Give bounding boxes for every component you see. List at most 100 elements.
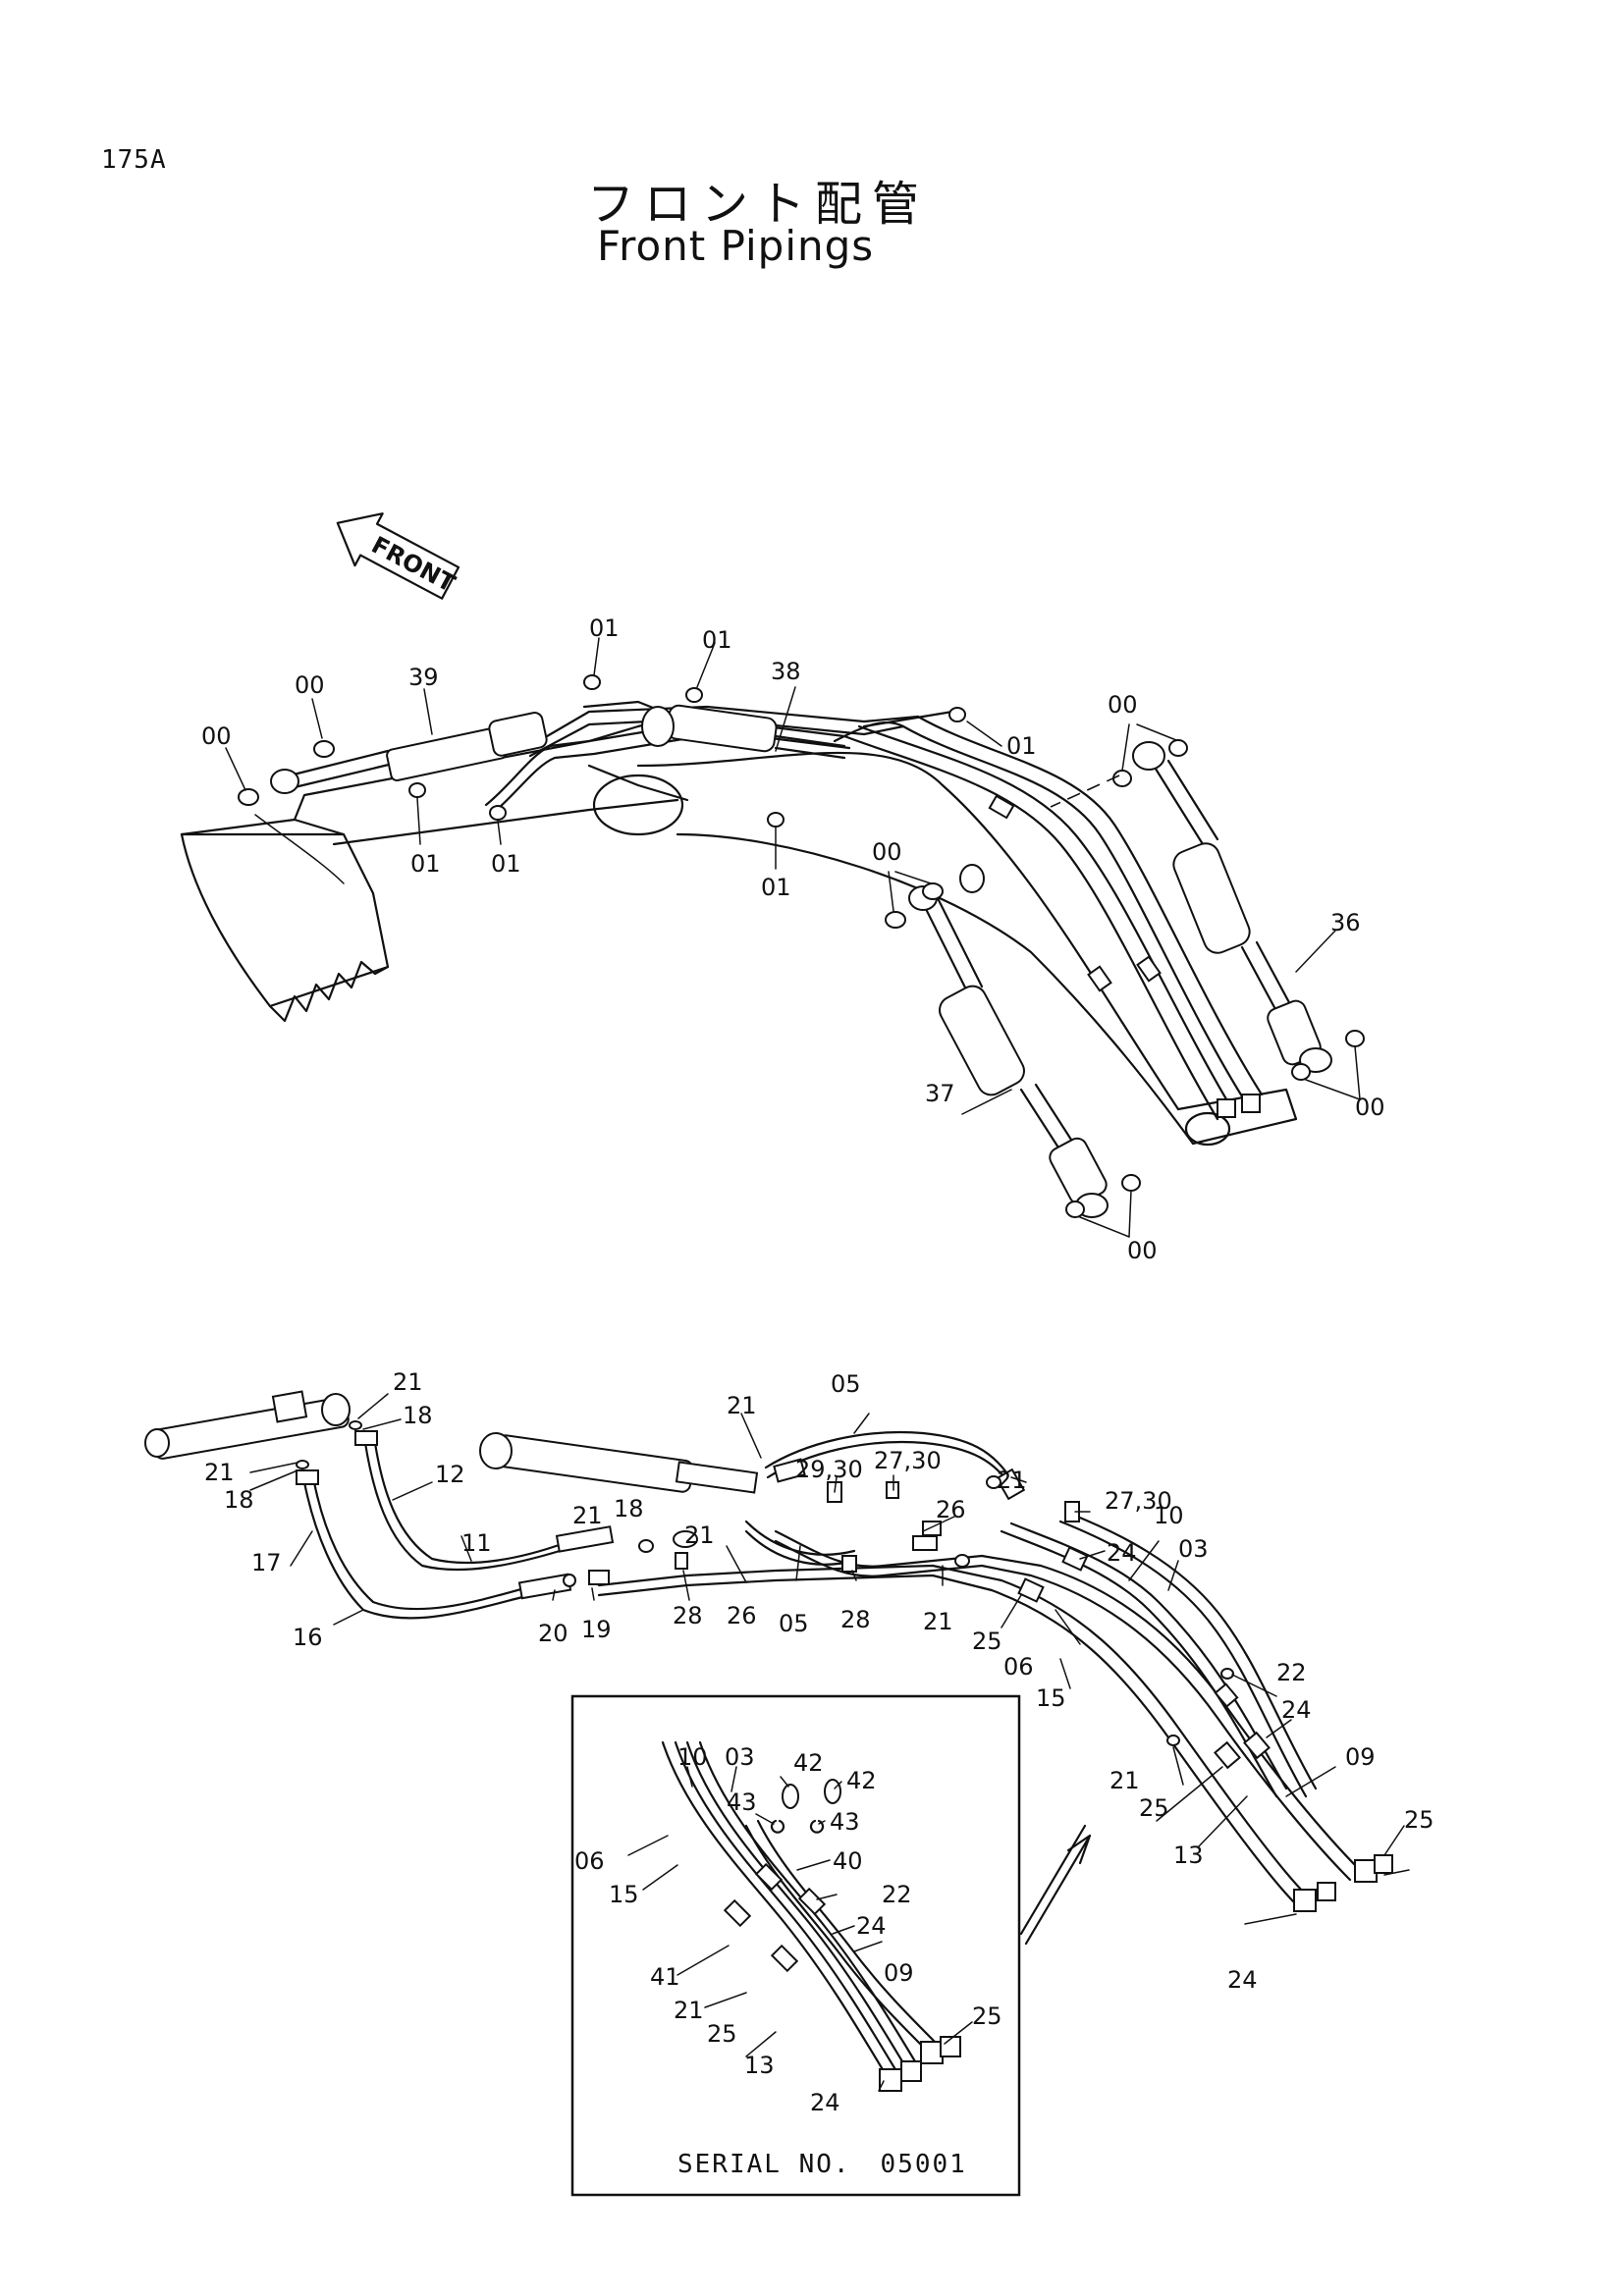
inset-callout-03: 03 (725, 1743, 755, 1771)
bucket-cylinder (270, 712, 548, 794)
serial-inset: 10 03 42 42 43 43 06 15 40 22 41 24 21 0… (570, 1694, 1021, 2197)
inset-callout-43-b: 43 (830, 1808, 860, 1836)
callout-01-c: 01 (1006, 732, 1037, 760)
bottom-assembly-view: 05 05 21 21 21 21 21 21 21 18 18 18 12 1… (144, 1368, 1434, 1994)
inset-callout-10: 10 (677, 1743, 708, 1771)
front-direction-label: FRONT (367, 531, 460, 598)
inset-callout-09: 09 (884, 1959, 914, 1987)
top-callouts: 01 01 01 01 01 01 00 00 00 00 00 00 36 3… (201, 614, 1385, 1264)
callout-27-30-a: 27,30 (874, 1447, 942, 1474)
bucket-cylinder-small (144, 1390, 351, 1460)
callout-00-a: 00 (295, 671, 325, 699)
inset-callout-42-a: 42 (793, 1749, 824, 1777)
bottom-boom-pipes (597, 1512, 1393, 1912)
bottom-fittings (296, 1420, 1234, 1746)
callout-01-a: 01 (589, 614, 620, 642)
callout-21-h-label: 21 (1109, 1767, 1140, 1794)
hoses-16-17 (296, 1469, 572, 1620)
callout-05-a: 05 (831, 1370, 861, 1398)
callout-38: 38 (771, 658, 801, 685)
inset-callout-21: 21 (674, 1997, 704, 2024)
callout-01-b: 01 (702, 626, 732, 654)
callout-10: 10 (1154, 1502, 1184, 1529)
callout-17: 17 (251, 1549, 282, 1576)
callout-00-b: 00 (201, 722, 232, 750)
boom-outline (636, 751, 1298, 1147)
inset-frame (570, 1694, 1021, 2197)
callout-21-b: 21 (204, 1459, 235, 1486)
page-number: 175A (101, 145, 167, 175)
callout-18-a: 18 (403, 1402, 433, 1429)
bottom-callouts: 05 05 21 21 21 21 21 21 21 18 18 18 12 1… (204, 1368, 1434, 1994)
inset-callout-42-b: 42 (846, 1767, 877, 1794)
callout-05-b: 05 (779, 1610, 809, 1637)
callout-18-c: 18 (614, 1495, 644, 1522)
bucket-outline (180, 814, 390, 1023)
callout-18-b: 18 (224, 1486, 254, 1514)
callout-21-g: 21 (923, 1608, 953, 1635)
callout-01-d: 01 (410, 850, 441, 878)
callout-11: 11 (461, 1529, 492, 1557)
callout-12: 12 (435, 1461, 465, 1488)
callout-00-c: 00 (1108, 691, 1138, 719)
inset-callout-40: 40 (833, 1847, 863, 1875)
inset-callouts: 10 03 42 42 43 43 06 15 40 22 41 24 21 0… (574, 1743, 1002, 2116)
callout-09: 09 (1345, 1743, 1376, 1771)
arm-cylinder-small (479, 1432, 759, 1494)
callout-16: 16 (293, 1624, 323, 1651)
callout-27-30-b: 27,30 (1105, 1487, 1172, 1515)
inset-callout-22: 22 (882, 1881, 912, 1908)
callout-25-a: 25 (972, 1628, 1002, 1655)
inset-callout-24-b: 24 (810, 2089, 840, 2116)
serial-number-note: SERIAL NO.05001 (677, 2150, 967, 2179)
inset-callout-25-b: 25 (972, 2002, 1002, 2030)
inset-pointer-arrow (1019, 1824, 1092, 1946)
top-leader-lines (225, 637, 1361, 1238)
callout-21-a: 21 (393, 1368, 423, 1396)
callout-26-b: 26 (936, 1496, 966, 1523)
callout-39: 39 (408, 664, 439, 691)
callout-24-c: 24 (1227, 1966, 1258, 1994)
front-direction-arrow: FRONT (336, 512, 460, 600)
callout-01-e: 01 (491, 850, 521, 878)
inset-callout-25-a: 25 (707, 2020, 737, 2048)
callout-25-c: 25 (1404, 1806, 1434, 1834)
callout-03: 03 (1178, 1535, 1209, 1563)
callout-22: 22 (1276, 1659, 1307, 1686)
inset-callout-06: 06 (574, 1847, 605, 1875)
callout-00-e: 00 (1355, 1094, 1385, 1121)
arm-cylinder (641, 704, 846, 760)
callout-24-a: 24 (1107, 1539, 1137, 1567)
callout-28-a: 28 (673, 1602, 703, 1629)
callout-06: 06 (1003, 1653, 1034, 1681)
inset-leader-lines (627, 1766, 973, 2092)
callout-13: 13 (1173, 1842, 1204, 1869)
callout-15: 15 (1036, 1684, 1066, 1712)
title-english: Front Pipings (597, 222, 875, 270)
inset-callout-15: 15 (609, 1881, 639, 1908)
callout-21-e: 21 (997, 1467, 1027, 1494)
callout-24-b: 24 (1281, 1696, 1312, 1724)
top-assembly-view: FRONT (180, 512, 1385, 1264)
callout-28-b: 28 (840, 1606, 871, 1633)
callout-00-d: 00 (872, 838, 902, 866)
callout-21-d: 21 (572, 1502, 603, 1529)
callout-00-f: 00 (1127, 1237, 1158, 1264)
callout-01-f: 01 (761, 874, 791, 901)
inset-callout-13: 13 (744, 2052, 775, 2079)
callout-36: 36 (1330, 909, 1361, 936)
inset-callout-43-a: 43 (727, 1789, 757, 1816)
callout-20: 20 (538, 1620, 568, 1647)
inset-callout-41: 41 (650, 1963, 680, 1991)
callout-21-f: 21 (684, 1522, 715, 1549)
title-japanese: フロント配管 (587, 177, 930, 232)
callout-26-a: 26 (727, 1602, 757, 1629)
serial-value: 05001 (880, 2150, 967, 2179)
bottom-leader-lines (249, 1393, 1410, 1925)
callout-29-30: 29,30 (795, 1456, 863, 1483)
callout-19: 19 (581, 1616, 612, 1643)
callout-37: 37 (925, 1080, 955, 1107)
boom-hoses (842, 715, 1264, 1121)
